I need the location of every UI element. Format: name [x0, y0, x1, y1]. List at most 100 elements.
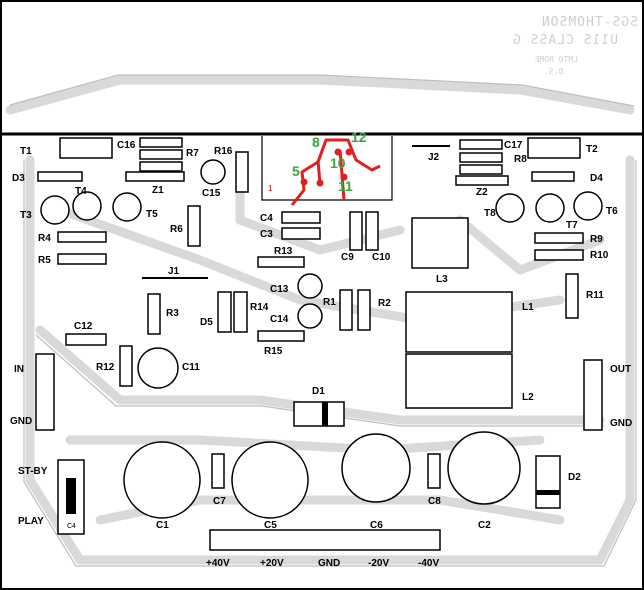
label-C2: C2: [478, 520, 491, 531]
label-C15: C15: [202, 188, 221, 199]
label-R12: R12: [96, 362, 115, 373]
d1-part: [293, 401, 345, 427]
pin-11: 11: [338, 178, 353, 194]
pad-8: [316, 179, 324, 187]
pad-10: [334, 148, 342, 156]
label-C6: C6: [370, 520, 383, 531]
label-PLAY: PLAY: [18, 516, 44, 527]
label-40v-neg: -40V: [418, 558, 439, 569]
label-L1: L1: [522, 302, 534, 313]
label-R10: R10: [590, 250, 609, 261]
label-R13: R13: [274, 246, 293, 257]
d3-part: [37, 171, 83, 182]
label-J1: J1: [168, 266, 180, 277]
r15-part: [257, 330, 305, 342]
z1-part: [125, 171, 185, 182]
in-connector: [35, 353, 55, 431]
t5-part: [112, 192, 142, 222]
c16-part: [139, 137, 183, 148]
c15-part: [200, 159, 226, 185]
r6-part: [187, 205, 201, 247]
label-20v-pos: +20V: [260, 558, 284, 569]
label-R6: R6: [170, 224, 183, 235]
label-GND-right: GND: [610, 418, 632, 429]
label-T3: T3: [20, 210, 32, 221]
label-C5: C5: [264, 520, 277, 531]
c8-part: [427, 453, 441, 489]
label-C8: C8: [428, 496, 441, 507]
d2-part: [535, 455, 561, 509]
label-R14: R14: [250, 302, 269, 313]
t3-part: [40, 195, 70, 225]
d1-band: [322, 402, 328, 426]
label-C11: C11: [182, 362, 200, 373]
label-J2: J2: [428, 152, 440, 163]
c17-part: [459, 139, 503, 150]
label-R9: R9: [590, 234, 603, 245]
label-D3: D3: [12, 173, 25, 184]
z2-part: [455, 175, 509, 186]
r3-part: [147, 293, 161, 335]
c12-part: [65, 333, 107, 346]
c14-part: [297, 303, 323, 329]
out-connector: [583, 359, 603, 431]
header-line3: LMTO ROME: [534, 55, 578, 64]
label-IN: IN: [14, 364, 24, 375]
label-R16: R16: [214, 146, 233, 157]
label-D2: D2: [568, 472, 581, 483]
c1-part: [123, 441, 201, 519]
t2-heatsink: [527, 137, 581, 159]
label-D5: D5: [200, 317, 213, 328]
label-C9: C9: [341, 252, 354, 263]
header-line2: U11S CLASS G: [512, 33, 618, 48]
r9-part: [534, 232, 584, 244]
t8-part: [495, 193, 525, 223]
label-T5: T5: [146, 209, 158, 220]
ic-outline: [261, 136, 393, 201]
mirrored-silkscreen: SGS-THOMSON U11S CLASS G LMTO ROME D.S.: [512, 15, 638, 76]
label-D1: D1: [312, 386, 325, 397]
label-C4: C4: [260, 213, 273, 224]
c5-part: [231, 441, 309, 519]
label-C7: C7: [213, 496, 226, 507]
label-C1: C1: [156, 520, 169, 531]
d5-part: [217, 291, 232, 333]
label-T8: T8: [484, 208, 496, 219]
r16-part: [235, 151, 249, 193]
t7-part: [535, 193, 565, 223]
label-OUT: OUT: [610, 364, 631, 375]
label-GND-left: GND: [10, 416, 32, 427]
label-C10: C10: [372, 252, 391, 263]
label-L3: L3: [436, 274, 448, 285]
label-C13: C13: [270, 284, 289, 295]
label-Z2: Z2: [476, 187, 488, 198]
c7-part: [211, 453, 225, 489]
label-C14: C14: [270, 314, 289, 325]
label-R2: R2: [378, 298, 391, 309]
r4-part: [57, 231, 107, 243]
label-R15: R15: [264, 346, 283, 357]
r13-part: [257, 256, 305, 268]
label-D4: D4: [590, 173, 603, 184]
pin-5: 5: [292, 163, 300, 179]
pin-10: 10: [330, 155, 346, 171]
pin-8: 8: [312, 134, 320, 150]
label-T2: T2: [586, 144, 598, 155]
label-R8: R8: [514, 154, 527, 165]
c11-part: [137, 347, 179, 389]
r1-part: [339, 289, 353, 331]
r5-part: [57, 253, 107, 265]
label-20v-neg: -20V: [368, 558, 389, 569]
r10-part: [534, 249, 584, 261]
label-L2: L2: [522, 392, 534, 403]
label-gnd-power: GND: [318, 558, 340, 569]
l1-part: [405, 291, 513, 353]
ic-pin1: 1: [268, 184, 273, 193]
header-line4: D.S.: [544, 67, 563, 76]
standby-switch: [57, 459, 85, 535]
label-T1: T1: [20, 146, 32, 157]
label-R5: R5: [38, 255, 51, 266]
label-40v-pos: +40V: [206, 558, 230, 569]
